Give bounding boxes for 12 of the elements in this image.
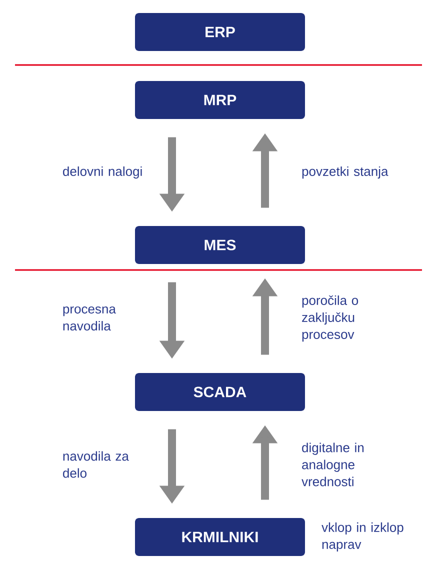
edge-label: delovni nalogi (63, 166, 142, 179)
edge-label: digitalne in analogne vrednosti (302, 442, 364, 486)
edge-label: navodila za delo (63, 451, 129, 478)
level-box: MRP (135, 81, 305, 119)
side-label: vklop in izklop naprav (322, 522, 404, 552)
edge-label: procesna navodila (63, 306, 116, 331)
edge-label: poročila o zaključku procesov (302, 295, 358, 342)
level-box: ERP (135, 13, 305, 51)
level-box: SCADA (135, 373, 305, 411)
level-box: KRMILNIKI (135, 518, 305, 556)
edge-label: povzetki stanja (302, 166, 388, 179)
level-box: MES (135, 226, 305, 264)
